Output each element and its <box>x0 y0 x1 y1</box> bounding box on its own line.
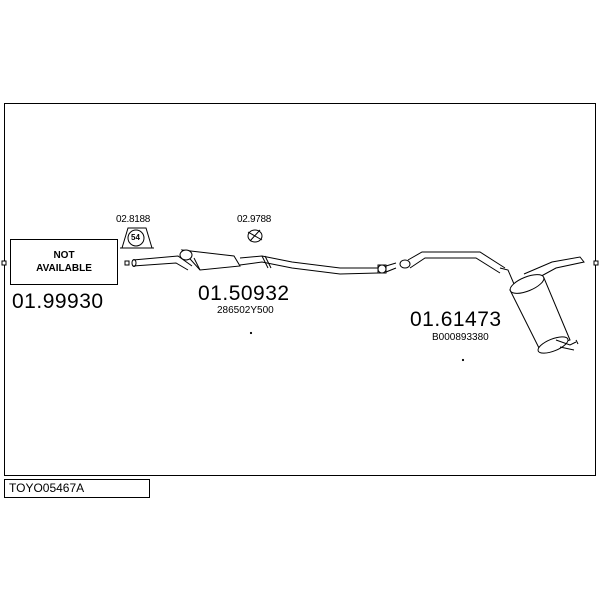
front-pipe-number: 01.99930 <box>12 290 104 313</box>
reference-code-box: TOYO05467A <box>4 479 150 498</box>
frame-marker-left <box>1 260 7 266</box>
clamp-2-code: 02.9788 <box>237 214 272 225</box>
not-available-line2: AVAILABLE <box>36 263 92 274</box>
reference-code: TOYO05467A <box>9 481 85 495</box>
middle-silencer-oem: 286502Y500 <box>217 305 274 316</box>
not-available-line1: NOT <box>53 250 75 261</box>
middle-silencer <box>179 249 379 275</box>
intermediate-pipe <box>377 251 506 274</box>
clamp-2-icon <box>247 229 263 243</box>
front-pipe <box>131 255 193 271</box>
frame-marker-right <box>593 260 599 266</box>
not-available-box: NOT AVAILABLE <box>10 239 118 285</box>
rear-silencer-oem: B000893380 <box>432 332 489 343</box>
mark-dot <box>249 331 253 335</box>
mark-dot <box>461 358 465 362</box>
front-pipe-end <box>124 260 130 266</box>
rear-silencer-number: 01.61473 <box>410 308 502 331</box>
clamp-1-icon <box>120 227 154 249</box>
rear-silencer <box>499 256 585 354</box>
clamp-1-size-marking: 54 <box>131 233 140 242</box>
clamp-1-code: 02.8188 <box>116 214 151 225</box>
diagram-frame <box>4 103 596 476</box>
middle-silencer-number: 01.50932 <box>198 282 290 305</box>
